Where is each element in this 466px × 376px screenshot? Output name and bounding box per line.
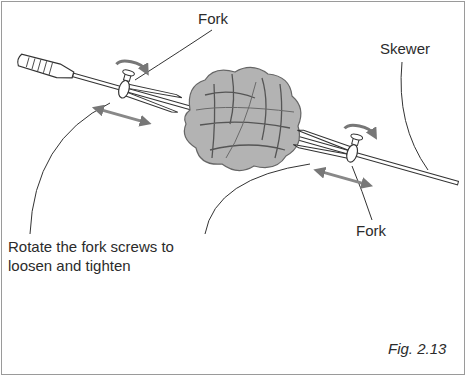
part-label: Fork (356, 222, 386, 241)
right-fork-group (288, 110, 382, 185)
part-label: Fork (198, 10, 228, 29)
figure-caption: Fig. 2.13 (388, 340, 446, 359)
leader-lines (30, 30, 428, 234)
left-fork (116, 69, 185, 114)
slide-arrow (98, 109, 146, 123)
rotate-arrow (345, 122, 376, 136)
slide-arrow (319, 171, 367, 185)
rotate-arrow (116, 58, 147, 72)
part-label: Skewer (380, 40, 430, 59)
skewer-assembly (11, 32, 466, 208)
meat-roast (184, 67, 301, 170)
instruction-note: Rotate the fork screws to loosen and tig… (8, 238, 180, 276)
skewer-handle (16, 53, 75, 82)
